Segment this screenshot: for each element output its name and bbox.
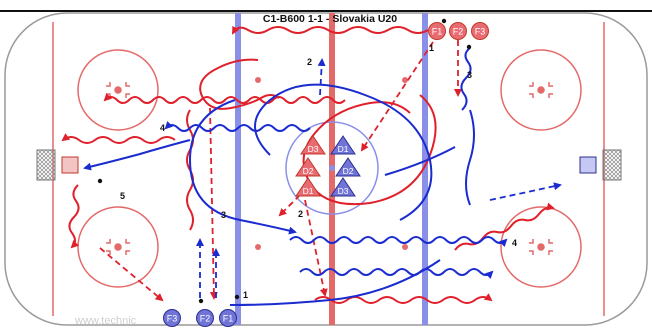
blue-line-right	[422, 13, 428, 325]
blue-line-left	[235, 13, 241, 325]
red-skate-bottom	[314, 293, 493, 304]
blue-skate-curve-left	[188, 99, 297, 235]
step-label: 4	[160, 123, 165, 133]
defender-blue-d1: D1	[330, 135, 356, 155]
player-bottom-f1: F1	[219, 309, 237, 327]
player-bottom-f2: F2	[196, 309, 214, 327]
red-skate-top	[232, 25, 429, 35]
blue-skate-right-loop	[465, 109, 475, 206]
defender-red-d2: D2	[295, 157, 321, 177]
red-skate-mid-left	[103, 92, 346, 104]
center-dot	[329, 165, 335, 171]
neutral-dot	[255, 77, 261, 83]
blue-pass-2-top	[317, 58, 326, 96]
red-pass-1	[360, 41, 434, 152]
blue-pass-right-4	[489, 182, 562, 201]
top-border	[0, 10, 652, 12]
blue-passes	[196, 58, 562, 298]
center-blue-defenders: D1 D2 D3	[330, 135, 361, 197]
blue-paths	[83, 47, 508, 306]
goal-left	[36, 149, 79, 181]
faceoff-circle-top-left	[77, 49, 159, 131]
step-label: 2	[298, 209, 303, 219]
puck	[198, 298, 204, 304]
svg-text:D2: D2	[303, 166, 314, 176]
red-skate-right-4	[454, 202, 555, 251]
neutral-dot	[402, 77, 408, 83]
puck	[466, 44, 472, 50]
puck	[97, 178, 103, 184]
defender-red-d3: D3	[300, 135, 326, 155]
player-top-f3: F3	[471, 22, 489, 40]
svg-text:D1: D1	[303, 186, 314, 196]
svg-text:F1: F1	[432, 27, 443, 37]
puck	[234, 294, 240, 300]
defender-red-d1: D1	[295, 177, 321, 197]
svg-text:D3: D3	[308, 144, 319, 154]
svg-text:D1: D1	[338, 144, 349, 154]
step-label: 4	[512, 238, 517, 248]
bottom-forwards: F3 F2 F1	[163, 309, 237, 327]
defender-blue-d2: D2	[335, 157, 361, 177]
blue-skate-left-wavy	[164, 120, 311, 132]
red-passes	[99, 40, 462, 302]
goal-right	[579, 149, 622, 181]
player-top-f2: F2	[449, 22, 467, 40]
diagram-title: C1-B600 1-1 - Slovakia U20	[263, 13, 397, 25]
red-pass-2	[304, 199, 328, 297]
neutral-dot	[255, 244, 261, 250]
red-skate-loop-left	[199, 58, 280, 110]
blue-skate-to-left-net	[83, 139, 191, 171]
step-label: 3	[467, 70, 472, 80]
blue-skate-bottom	[229, 259, 441, 306]
red-skate-5	[68, 184, 80, 249]
step-label: 3	[221, 210, 226, 220]
pucks	[97, 18, 472, 304]
red-pass-center	[278, 194, 301, 217]
puck	[441, 18, 447, 24]
step-label: 1	[243, 290, 248, 300]
neutral-dot	[402, 244, 408, 250]
center-circle	[285, 121, 379, 215]
svg-text:F3: F3	[475, 27, 486, 37]
faceoff-circle-top-right	[500, 49, 582, 131]
svg-text:F2: F2	[453, 27, 464, 37]
svg-text:F2: F2	[200, 314, 211, 324]
player-bottom-f3: F3	[163, 309, 181, 327]
blue-skate-lower-wavy	[299, 268, 494, 280]
svg-text:F3: F3	[167, 314, 178, 324]
step-label: 2	[307, 57, 312, 67]
svg-text:D3: D3	[338, 186, 349, 196]
svg-text:D2: D2	[343, 166, 354, 176]
svg-text:F1: F1	[223, 314, 234, 324]
step-label: 5	[120, 191, 125, 201]
step-labels: 1 2 3 4 5 3 2 1 4	[120, 43, 517, 300]
red-pass-left-down	[209, 107, 218, 300]
red-pass-5	[99, 247, 164, 302]
center-red-defenders: D3 D2 D1	[295, 135, 326, 197]
player-top-f1: F1	[428, 22, 446, 40]
watermark: www.technic	[74, 315, 137, 327]
blue-skate-big-loop	[254, 83, 433, 221]
top-forwards: F1 F2 F3	[428, 22, 489, 40]
step-label: 1	[429, 43, 434, 53]
defender-blue-d3: D3	[330, 177, 356, 197]
rink-boards	[4, 12, 648, 326]
red-skate-left-4	[61, 133, 176, 144]
blue-skate-upper-right	[384, 146, 456, 176]
blue-skate-mid-wavy	[289, 236, 508, 248]
blue-skate-right-up	[460, 47, 472, 111]
